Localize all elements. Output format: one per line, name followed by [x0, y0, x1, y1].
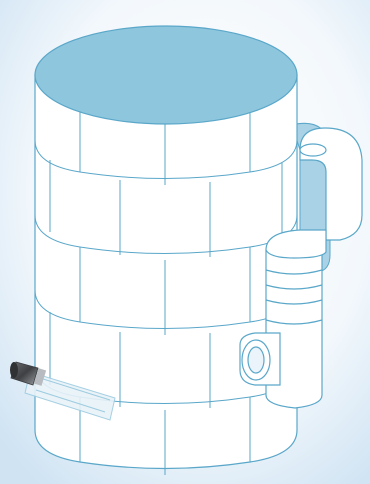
tank-wall: [35, 75, 297, 469]
tank-lid: [35, 26, 297, 124]
